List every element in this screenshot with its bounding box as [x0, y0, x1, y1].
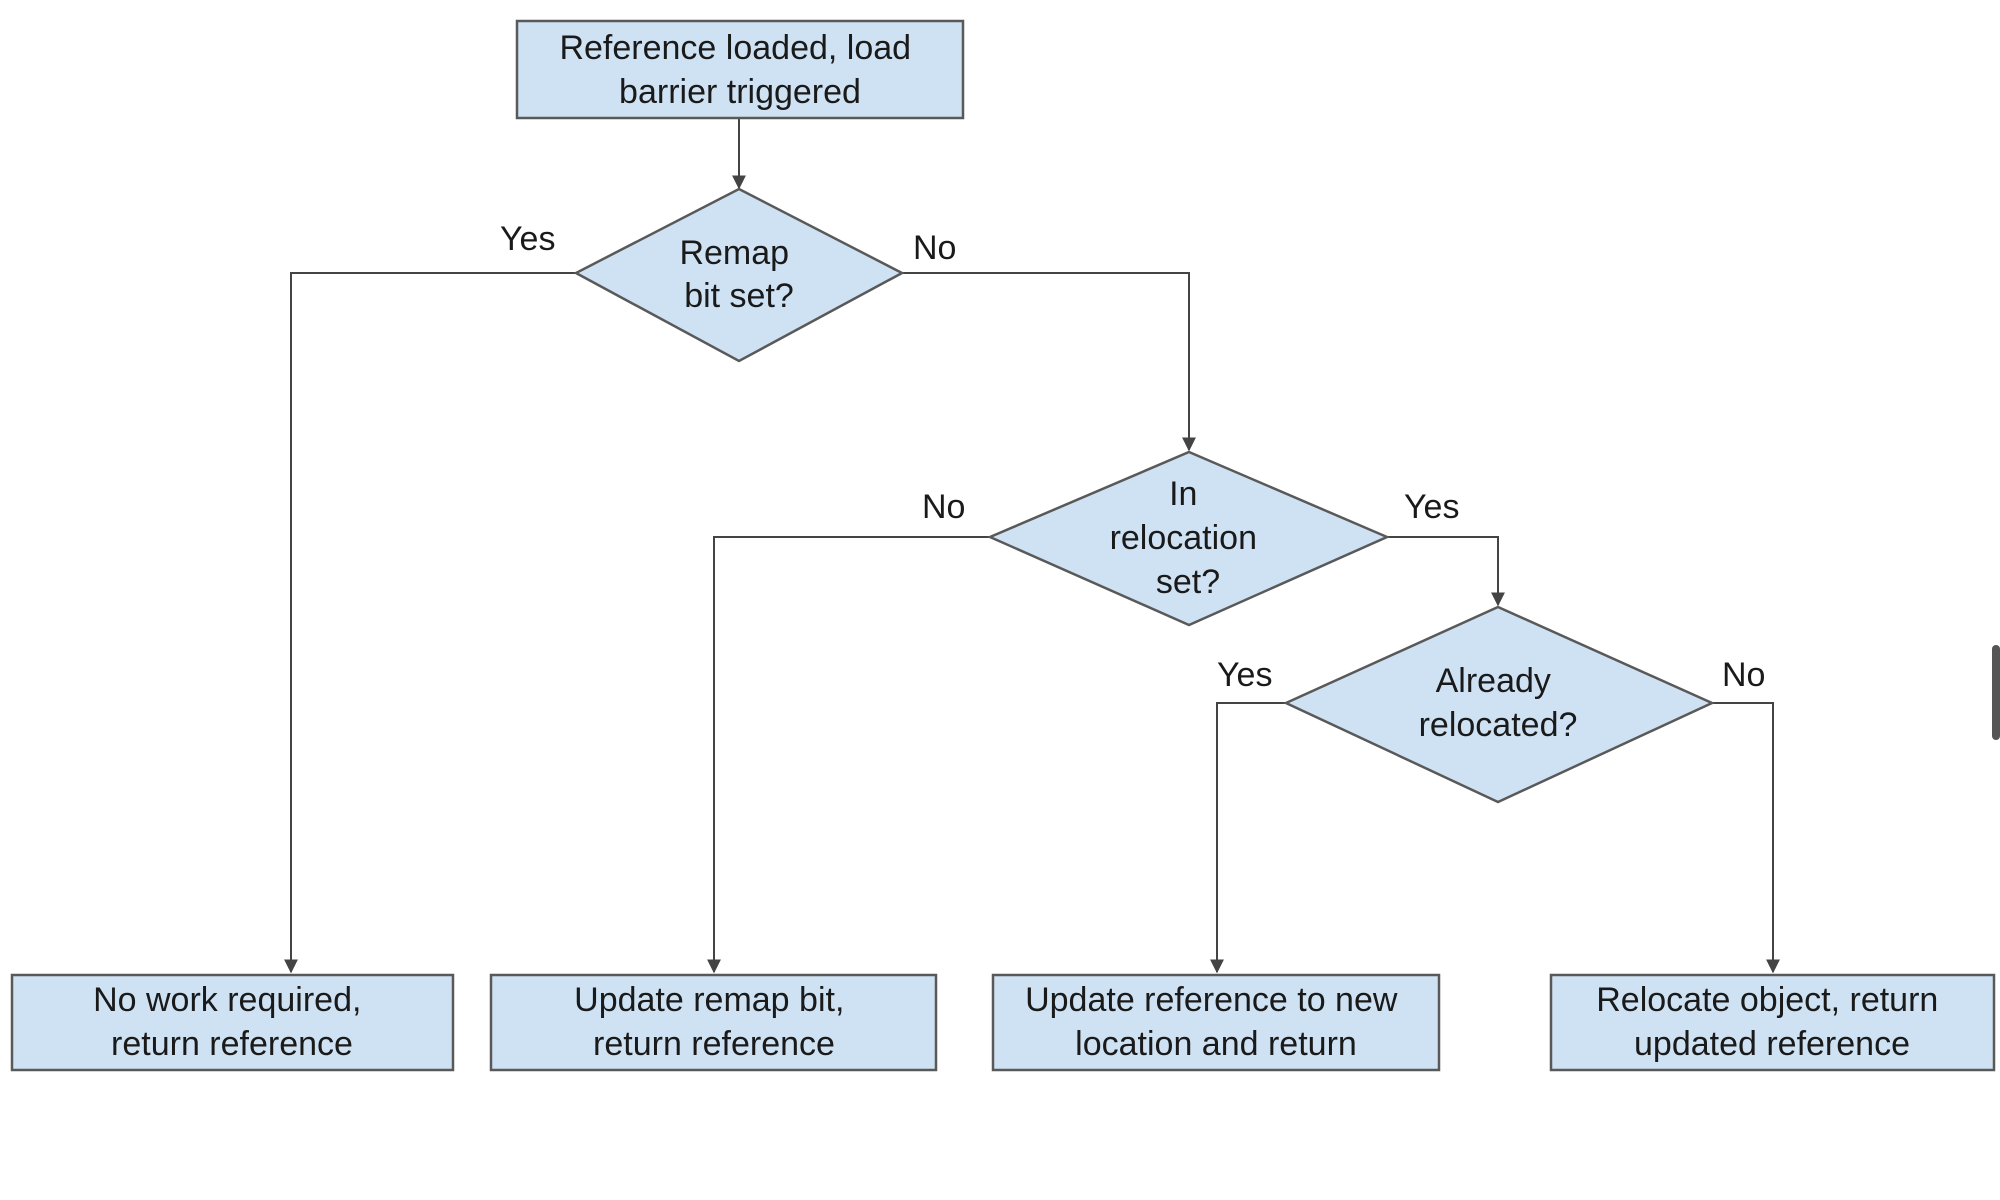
- outcome-relocate-line-1: Relocate object, return: [1596, 981, 1938, 1019]
- connector-already-no-to-relocate: [1712, 702, 1780, 974]
- edge-label-remap-no: No: [913, 229, 956, 267]
- svg-text:Update reference to new: Update reference to new location and ret…: [1025, 981, 1407, 1063]
- start-node-line-2: barrier triggered: [619, 73, 861, 111]
- outcome-no-work-required: No work required, return reference: [10, 973, 455, 1072]
- decision-already-line-1: Already: [1436, 662, 1551, 700]
- decision-relocation-line-3: set?: [1156, 563, 1220, 601]
- start-node: Reference loaded, load barrier triggered: [515, 19, 965, 120]
- outcome-update-ref-line-1: Update reference to new: [1025, 981, 1398, 1019]
- decision-in-relocation-set: In relocation set?: [986, 450, 1391, 627]
- connector-remap-no-to-relocation: [902, 272, 1196, 452]
- decision-already-relocated: Already relocated?: [1283, 605, 1716, 804]
- svg-text:In relocation set?: In relocation set?: [1110, 475, 1267, 601]
- scrollbar-thumb[interactable]: [1992, 645, 2000, 740]
- decision-remap-line-1: Remap: [679, 234, 789, 272]
- outcome-relocate-object: Relocate object, return updated referenc…: [1549, 973, 1996, 1072]
- decision-relocation-line-2: relocation: [1110, 519, 1257, 557]
- connector-already-yes-to-update-ref: [1210, 702, 1286, 974]
- edge-label-already-no: No: [1722, 656, 1765, 694]
- outcome-no-work-line-2: return reference: [111, 1025, 353, 1063]
- decision-already-line-2: relocated?: [1419, 706, 1578, 744]
- edge-labels: Yes No No Yes Yes No: [500, 220, 1765, 694]
- outcome-update-ref-line-2: location and return: [1075, 1025, 1357, 1063]
- decision-relocation-line-1: In: [1169, 475, 1197, 513]
- outcome-update-remap-bit: Update remap bit, return reference: [489, 973, 938, 1072]
- outcome-relocate-line-2: updated reference: [1634, 1025, 1910, 1063]
- outcome-update-remap-line-2: return reference: [593, 1025, 835, 1063]
- decision-remap-line-2: bit set?: [684, 277, 794, 315]
- svg-text:No work required, return: No work required, return reference: [93, 981, 371, 1063]
- svg-text:Update remap bit, return: Update remap bit, return reference: [574, 981, 854, 1063]
- connector-remap-yes-to-no-work: [284, 272, 576, 974]
- edge-label-remap-yes: Yes: [500, 220, 555, 258]
- svg-text:Remap bit set?: Remap bit set?: [679, 234, 798, 315]
- start-node-line-1: Reference loaded, load: [559, 29, 911, 67]
- svg-text:Reference loaded, load b: Reference loaded, load barrier triggered: [559, 29, 920, 111]
- outcome-no-work-line-1: No work required,: [93, 981, 361, 1019]
- outcome-update-reference: Update reference to new location and ret…: [991, 973, 1441, 1072]
- outcome-update-remap-line-1: Update remap bit,: [574, 981, 844, 1019]
- svg-text:Relocate object, return: Relocate object, return updated referenc…: [1596, 981, 1948, 1063]
- edge-label-already-yes: Yes: [1217, 656, 1272, 694]
- edge-label-relocation-no: No: [922, 488, 965, 526]
- edge-label-relocation-yes: Yes: [1404, 488, 1459, 526]
- svg-text:Already relocated?: Already relocated?: [1419, 662, 1578, 744]
- connector-relocation-yes-to-already: [1387, 536, 1505, 607]
- connector-relocation-no-to-update-remap: [707, 536, 990, 974]
- connectors: [284, 119, 1780, 974]
- decision-remap-bit-set: Remap bit set?: [573, 187, 905, 363]
